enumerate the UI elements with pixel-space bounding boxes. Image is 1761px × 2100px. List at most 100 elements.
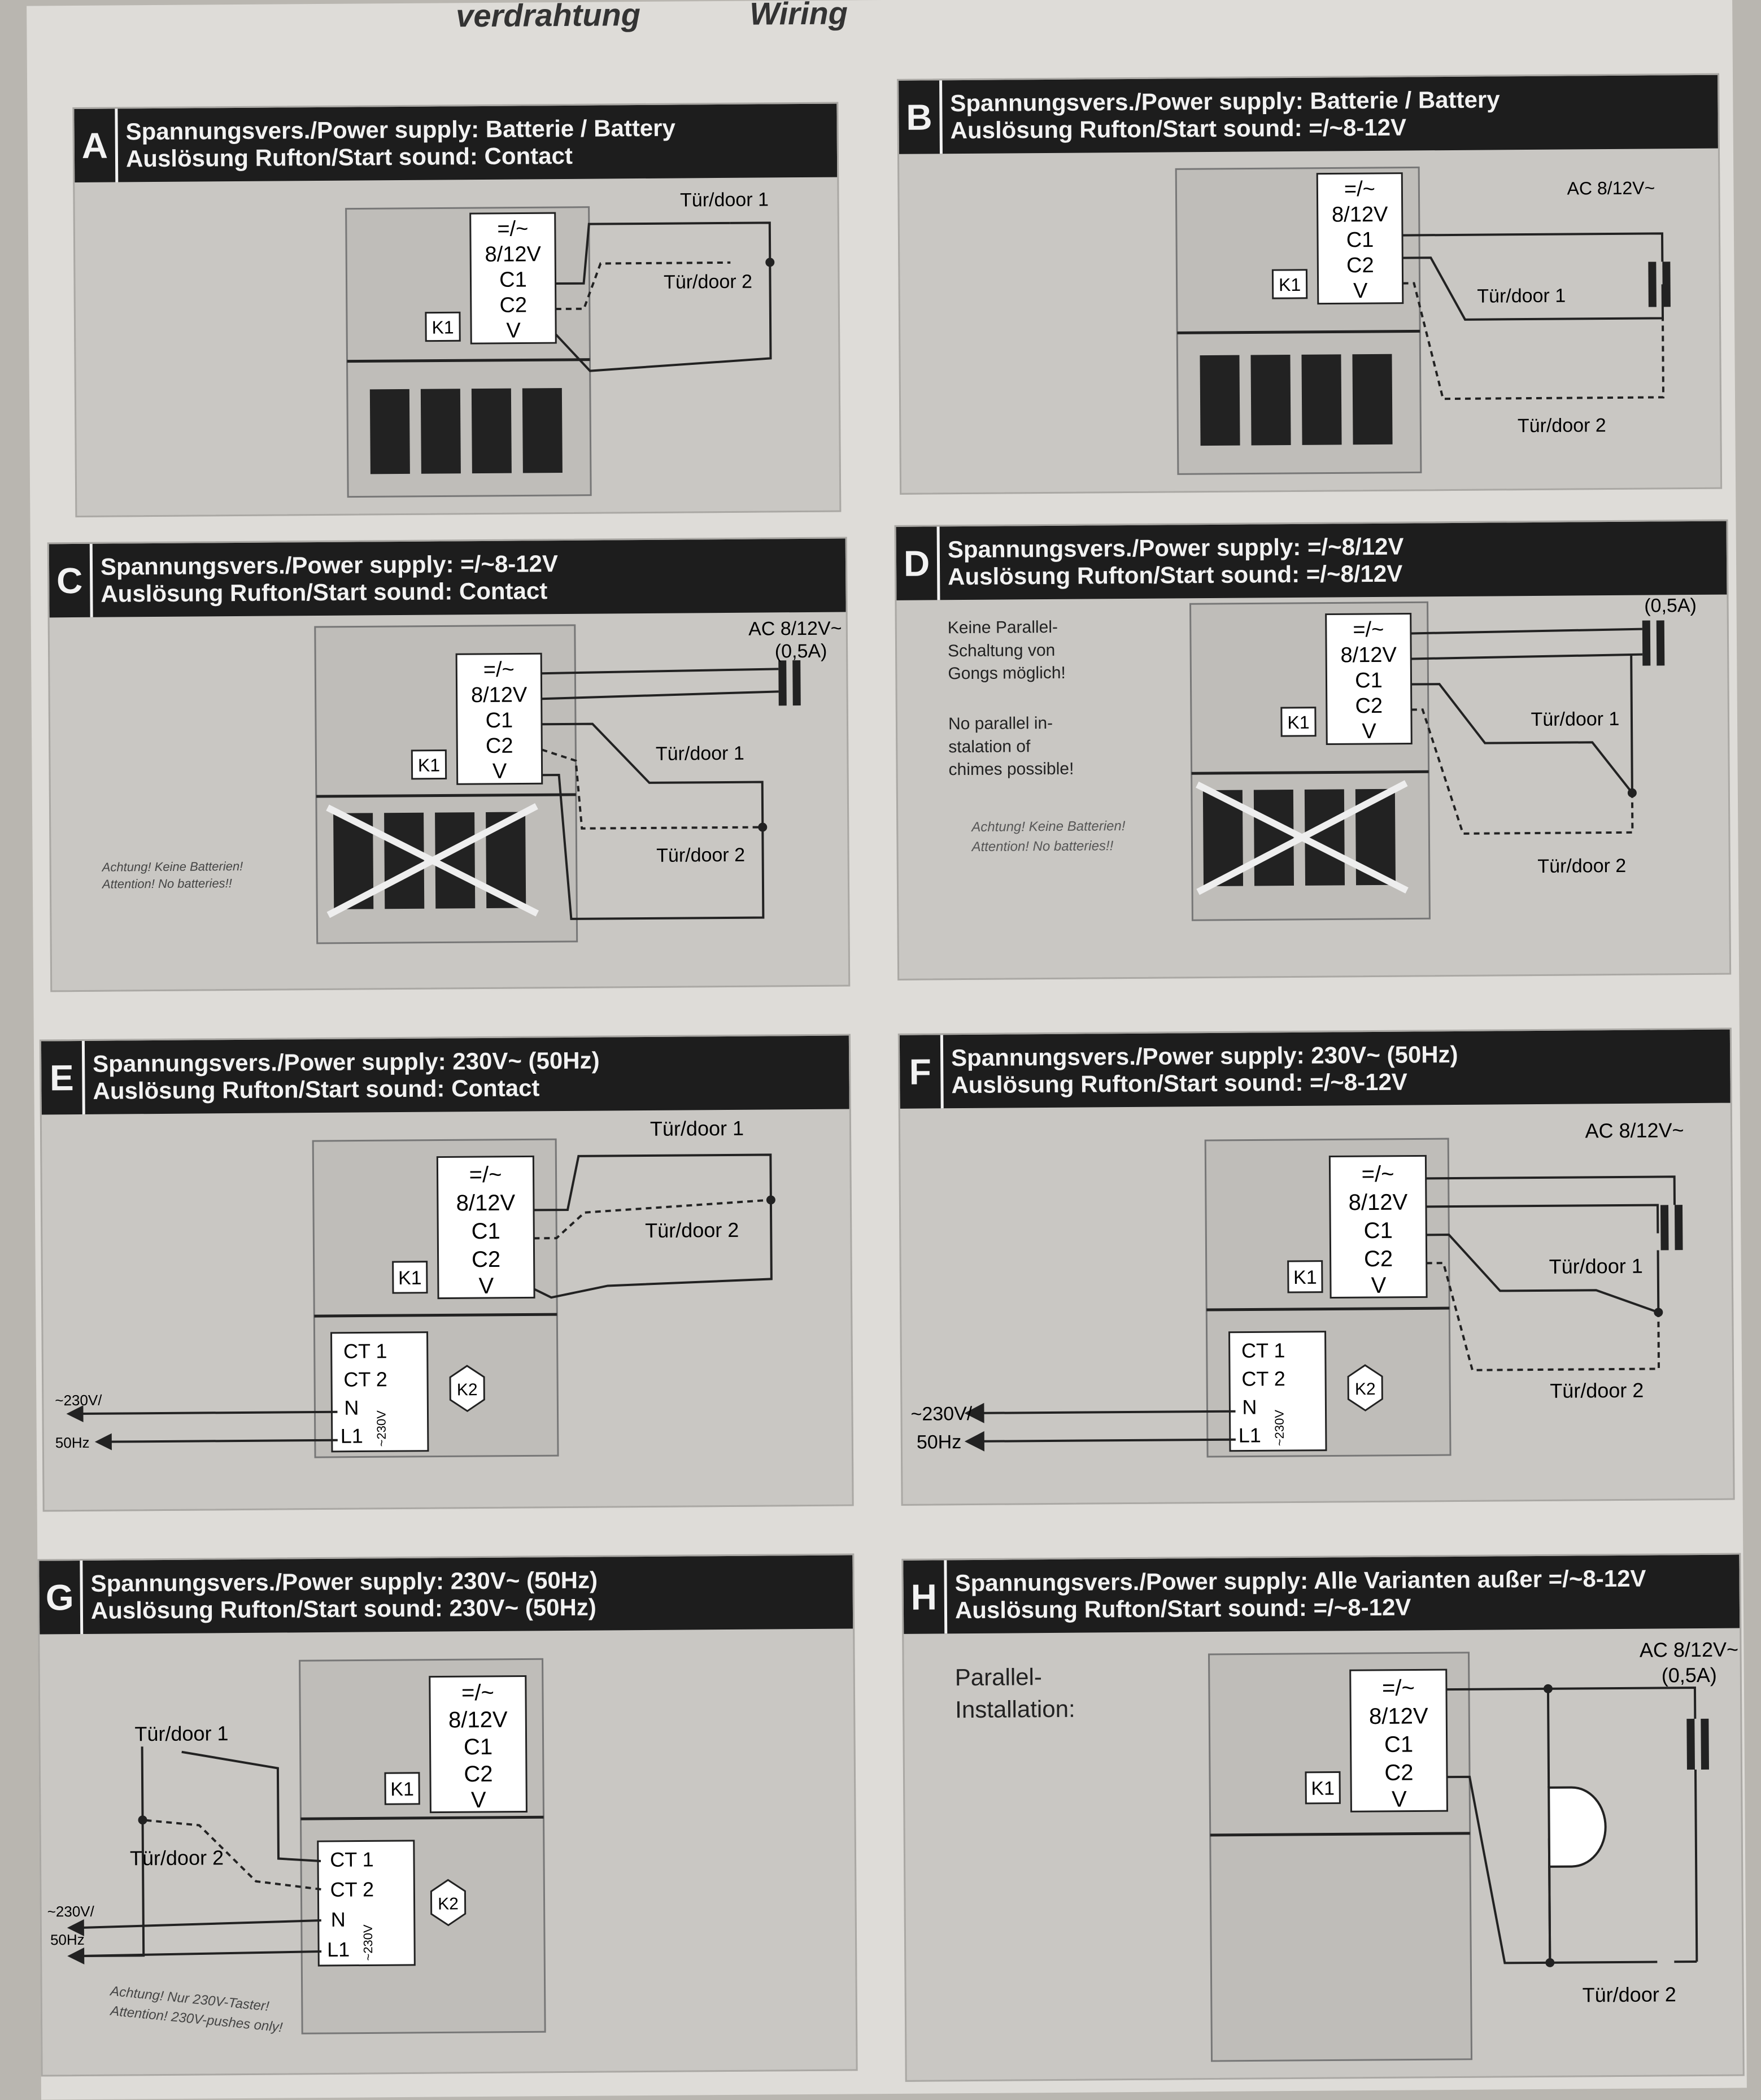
- power-supply-line: Spannungsvers./Power supply: 230V~ (50Hz…: [951, 1040, 1458, 1071]
- door2-label: Tür/door 2: [1518, 415, 1606, 437]
- terminal-label: C1: [464, 1735, 492, 1759]
- panel-f-diagram: =/~ 8/12V C1 C2 V K1 CT 1 CT 2 N L1 ~230…: [910, 1118, 1684, 1458]
- terminal-label: V: [1371, 1273, 1386, 1298]
- door1-label: Tür/door 1: [1477, 285, 1566, 307]
- terminal-label: 8/12V: [1349, 1190, 1408, 1215]
- terminal-label: =/~: [469, 1162, 502, 1187]
- page-header: verdrahtung Wiring: [27, 0, 1733, 74]
- battery-icon: [1301, 354, 1342, 445]
- terminal-label: =/~: [1382, 1676, 1415, 1701]
- terminal-label: V: [506, 319, 521, 342]
- battery-icon: [1250, 354, 1291, 446]
- start-sound-line: Auslösung Rufton/Start sound: =/~8-12V: [951, 1068, 1408, 1099]
- panel-letter: A: [74, 108, 119, 182]
- panel-d-diagram: =/~ 8/12V C1 C2 V K1: [970, 595, 1718, 921]
- terminal-label: C1: [1346, 228, 1374, 252]
- door2-label: Tür/door 2: [645, 1218, 739, 1242]
- power-supply-line: Spannungsvers./Power supply: =/~8-12V: [100, 550, 559, 580]
- terminal-label: C1: [472, 1219, 500, 1244]
- k2-label: K2: [457, 1380, 478, 1399]
- transformer-icon: [1642, 620, 1651, 666]
- door1-label: Tür/door 1: [680, 189, 769, 211]
- start-sound-line: Auslösung Rufton/Start sound: =/~8-12V: [954, 1593, 1411, 1624]
- battery-icon: [471, 388, 512, 474]
- terminal-label: C2: [464, 1762, 492, 1787]
- mains-label: ~230V/: [47, 1903, 95, 1920]
- panel-letter: G: [39, 1560, 84, 1635]
- door1-label: Tür/door 1: [656, 743, 744, 765]
- start-sound-line: Auslösung Rufton/Start sound: Contact: [93, 1074, 540, 1104]
- power-supply-line: Spannungsvers./Power supply: =/~8/12V: [947, 533, 1404, 563]
- terminal-label: V: [478, 1274, 494, 1299]
- terminal-label: 8/12V: [485, 242, 541, 267]
- panel-g-title: G Spannungsvers./Power supply: 230V~ (50…: [39, 1555, 853, 1635]
- panel-f-title: F Spannungsvers./Power supply: 230V~ (50…: [899, 1029, 1731, 1109]
- mains-label: ~230V/: [55, 1392, 102, 1409]
- ct-block: CT 1 CT 2 N L1 ~230V: [1228, 1331, 1327, 1452]
- battery-icon: [1352, 354, 1393, 445]
- transformer-icon: [1660, 1205, 1669, 1251]
- terminal-label: =/~: [1362, 1162, 1394, 1187]
- arrow-icon: [964, 1431, 985, 1452]
- chime-icon: [1548, 1786, 1607, 1868]
- mains-label: 50Hz: [917, 1431, 962, 1453]
- panel-h-title: H Spannungsvers./Power supply: Alle Vari…: [903, 1554, 1740, 1634]
- door1-label: Tür/door 1: [650, 1117, 744, 1140]
- terminal-label: C1: [1364, 1218, 1393, 1243]
- panel-g-diagram: =/~ 8/12V C1 C2 V K1 CT 1 CT 2 N L1 ~230…: [47, 1658, 546, 2036]
- k1-label: K1: [1311, 1777, 1335, 1799]
- transformer-icon: [1648, 262, 1657, 307]
- door1-label: Tür/door 1: [134, 1722, 228, 1745]
- battery-icon: [369, 389, 410, 474]
- panel-b: B Spannungsvers./Power supply: Batterie …: [897, 73, 1723, 495]
- terminal-label: C1: [1355, 669, 1383, 692]
- terminal-label: C2: [1346, 254, 1374, 277]
- power-supply-line: Spannungsvers./Power supply: Alle Varian…: [954, 1565, 1646, 1596]
- terminal-label: 8/12V: [448, 1707, 508, 1733]
- ct-label: CT 2: [1241, 1367, 1285, 1391]
- ct-label: L1: [1239, 1423, 1261, 1447]
- terminal-label: =/~: [497, 217, 528, 241]
- k2-badge: [430, 1879, 467, 1927]
- panel-a: A Spannungsvers./Power supply: Batterie …: [72, 102, 842, 518]
- panel-h: H Spannungsvers./Power supply: Alle Vari…: [901, 1553, 1745, 2082]
- terminal-label: 8/12V: [471, 683, 528, 707]
- terminal-label: C1: [499, 268, 527, 291]
- ac-amp-label: (0,5A): [1662, 1663, 1717, 1687]
- k2-label: K2: [438, 1894, 459, 1913]
- terminal-label: V: [492, 760, 507, 783]
- ct-label: CT 1: [343, 1339, 387, 1363]
- terminal-label: =/~: [1344, 177, 1375, 201]
- terminal-label: =/~: [483, 658, 515, 682]
- mains-label: 50Hz: [50, 1931, 85, 1948]
- terminal-label: 8/12V: [1369, 1703, 1428, 1729]
- battery-icon: [420, 389, 461, 474]
- v230-label: ~230V: [361, 1924, 375, 1961]
- power-supply-line: Spannungsvers./Power supply: 230V~ (50Hz…: [90, 1566, 598, 1597]
- ct-label: N: [1242, 1395, 1257, 1418]
- instruction-sheet: verdrahtung Wiring A Spannungsvers./Powe…: [27, 0, 1747, 2100]
- arrow-icon: [67, 1947, 85, 1964]
- panel-letter: B: [899, 80, 943, 154]
- ac-label: AC 8/12V~: [1640, 1637, 1738, 1661]
- power-supply-line: Spannungsvers./Power supply: Batterie / …: [125, 114, 676, 145]
- k1-label: K1: [431, 317, 454, 337]
- panel-h-diagram: =/~ 8/12V C1 C2 V K1 AC 8/12V~: [1208, 1637, 1738, 2062]
- v230-label: ~230V: [374, 1410, 388, 1447]
- door1-label: Tür/door 1: [1531, 708, 1619, 730]
- battery-icon: [522, 387, 563, 473]
- terminal-label: C2: [1384, 1761, 1413, 1785]
- ct-label: CT 2: [330, 1877, 374, 1901]
- ct-label: L1: [341, 1424, 363, 1447]
- panel-letter: F: [899, 1035, 944, 1109]
- k1-label: K1: [398, 1267, 422, 1289]
- arrow-icon: [67, 1919, 84, 1936]
- ct-label: N: [344, 1396, 359, 1419]
- door2-label: Tür/door 2: [656, 844, 745, 866]
- panel-b-title: B Spannungsvers./Power supply: Batterie …: [899, 75, 1718, 154]
- power-supply-line: Spannungsvers./Power supply: Batterie / …: [950, 86, 1500, 116]
- ac-label: AC 8/12V~: [1624, 595, 1718, 597]
- ct-block: CT 1 CT 2 N L1 ~230V: [330, 1331, 429, 1453]
- ct-label: CT 1: [330, 1848, 374, 1871]
- panel-g: G Spannungsvers./Power supply: 230V~ (50…: [37, 1553, 858, 2077]
